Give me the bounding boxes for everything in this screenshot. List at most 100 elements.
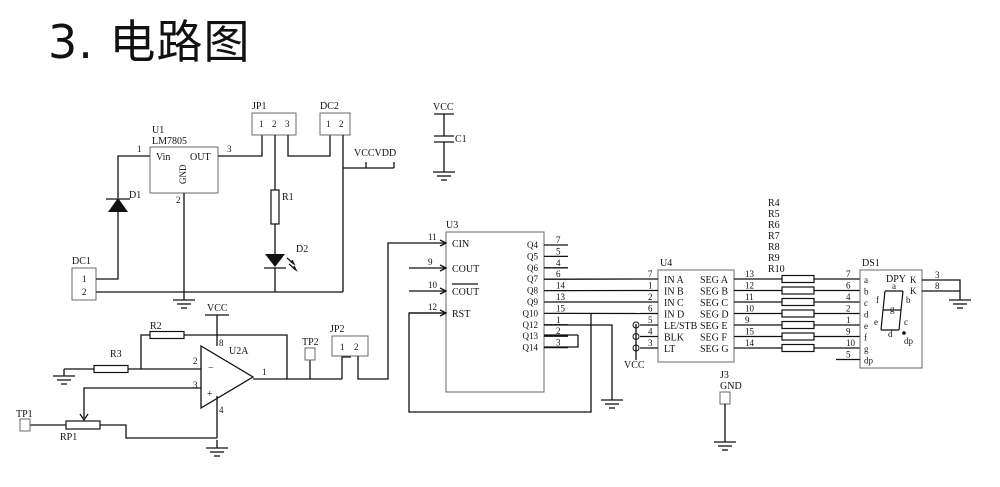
u2-minus: − (208, 363, 214, 374)
ds1-pin-seg: e (864, 321, 868, 331)
ds1-pin-seg: b (864, 287, 869, 297)
u4-seg-a: SEG A 13 (700, 269, 782, 286)
dc1-pin2: 2 (82, 287, 87, 297)
u4-seg-b: SEG B12 (700, 281, 782, 298)
dc1-connector: DC1 1 2 (71, 256, 97, 301)
u3-q-label: Q4 (527, 240, 538, 250)
j3-ref: J3 (720, 370, 729, 381)
tp2-ref: TP2 (302, 337, 319, 348)
testpoint-tp1: TP1 (16, 409, 33, 432)
j3-net: GND (720, 381, 742, 392)
u4-pin-name: IN B (664, 287, 684, 298)
jumper-jp2: JP2 1 2 (330, 324, 369, 357)
resistor-r9 (781, 332, 860, 341)
glyph-b: b (906, 295, 911, 305)
jp1-p1: 1 (259, 119, 264, 129)
opamp-u2a: U2A − + (200, 344, 255, 410)
jp2-p2: 2 (354, 342, 359, 352)
u4-seg-name: SEG C (700, 298, 728, 309)
jp1-p2: 2 (272, 119, 277, 129)
ds1-pin-dp: 5dp (836, 350, 874, 366)
u3-q-num: 3 (556, 338, 561, 348)
slide-title: 3. 电路图 (48, 15, 251, 69)
jp2-p1: 1 (340, 342, 345, 352)
ds1-pin-num: 7 (846, 269, 851, 279)
dc2-p2: 2 (339, 119, 344, 129)
u3-q-num: 2 (556, 326, 561, 336)
u2-pin2: 2 (193, 356, 198, 366)
ds1-pin-num: 10 (846, 338, 856, 348)
u4-pin-name: LT (664, 344, 675, 355)
resistor-ref: R6 (768, 220, 780, 231)
u3-q-label: Q8 (527, 286, 538, 296)
ds1-pin-seg: c (864, 298, 868, 308)
glyph-e: e (874, 317, 878, 327)
vccvdd-label: VCCVDD (354, 148, 396, 159)
u3-pin-name: COUT (452, 287, 479, 298)
ds1-pin-seg: dp (864, 356, 874, 366)
ds1-pin-seg: d (864, 310, 869, 320)
glyph-g: g (890, 304, 895, 314)
u4-seg-name: SEG A (700, 275, 729, 286)
ds1-pin-num: 9 (846, 327, 851, 337)
ds1-pin-b: 6b (846, 281, 869, 297)
resistor-ref: R9 (768, 253, 780, 264)
ds1-pin-seg: g (864, 344, 869, 354)
u4-pin-num: 7 (648, 269, 653, 279)
ds1-pin-d: 2d (846, 304, 869, 320)
u4-pin-name: IN A (664, 275, 685, 286)
u2-plus: + (207, 389, 213, 400)
d1-ref: D1 (129, 190, 141, 201)
u4-seg-num: 13 (745, 269, 755, 279)
c1-vcc: VCC (433, 102, 454, 113)
potentiometer-rp1: RP1 (60, 420, 101, 443)
dc1-ref: DC1 (72, 256, 91, 267)
u4-pin-num: 5 (648, 315, 653, 325)
seven-segment-glyph (880, 290, 904, 331)
u4-pin-name: LE/STB (664, 321, 698, 332)
u3-q-label: Q10 (523, 308, 539, 318)
u3-u4-bus (567, 278, 641, 315)
u4-seg-g: SEG G14 (700, 338, 782, 355)
u4-seg-name: SEG E (700, 321, 728, 332)
rp1-ref: RP1 (60, 432, 77, 443)
regulator-u1: U1 LM7805 Vin OUT GND 3 2 (149, 125, 232, 205)
u4-seg-name: SEG F (700, 333, 727, 344)
capacitor-c1: VCC C1 (432, 102, 467, 181)
r1-ref: R1 (282, 192, 294, 203)
ds1-pin-num: 2 (846, 304, 851, 314)
u1-pin2: 2 (176, 195, 181, 205)
u4-seg-name: SEG D (700, 310, 729, 321)
u3-pin-name: RST (452, 309, 470, 320)
u3-pin-name: COUT (452, 264, 479, 275)
ds1-kpin-3: 3 (935, 270, 940, 280)
u3-pin-num: 10 (428, 280, 438, 290)
decimal-point (902, 331, 906, 335)
u1-ref: U1 (152, 125, 164, 136)
resistor-r7 (781, 309, 860, 318)
u2-pin8: 8 (219, 338, 224, 348)
u3-q-label: Q13 (523, 331, 539, 341)
u3-q-num: 4 (556, 258, 561, 268)
u4-pin-6: 6IN D (640, 304, 684, 321)
u4-seg-num: 11 (745, 292, 754, 302)
u3-pin-num: 11 (428, 232, 437, 242)
resistor-r4 (781, 274, 860, 284)
u4-seg-e: SEG E9 (700, 315, 782, 332)
u3-ref: U3 (446, 220, 458, 231)
u3-pin-num: 12 (428, 302, 437, 312)
